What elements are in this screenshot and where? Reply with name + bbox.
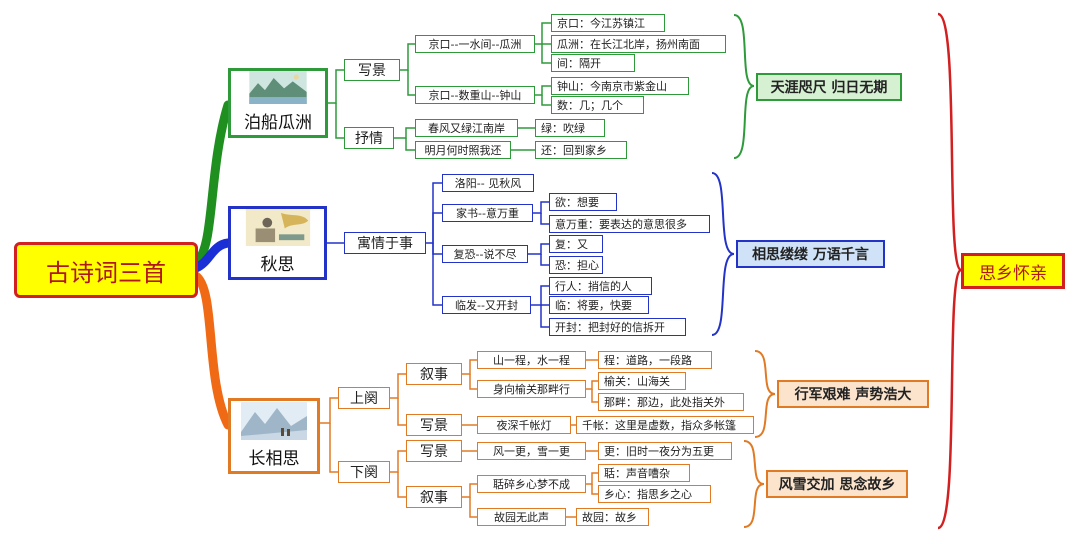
annotation-note: 数：几；几个 — [551, 96, 644, 114]
stanza-label: 下阕 — [338, 461, 390, 483]
poem-line: 明月何时照我还 — [415, 141, 511, 159]
annotation-note: 千帐：这里是虚数，指众多帐篷 — [576, 416, 754, 434]
theme-summary: 天涯咫尺 归日无期 — [756, 73, 902, 101]
annotation-note: 恐：担心 — [549, 256, 603, 274]
annotation-note: 聒：声音嘈杂 — [598, 464, 690, 482]
poem-line: 身向榆关那畔行 — [477, 380, 586, 398]
annotation-note: 还：回到家乡 — [535, 141, 627, 159]
annotation-note: 故园：故乡 — [576, 508, 649, 526]
theme-summary: 行军艰难 声势浩大 — [777, 380, 929, 408]
overall-theme: 思乡怀亲 — [961, 253, 1065, 289]
group-label: 写景 — [406, 414, 462, 436]
group-label: 叙事 — [406, 486, 462, 508]
annotation-note: 欲：想要 — [549, 193, 617, 211]
annotation-note: 瓜洲：在长江北岸，扬州南面 — [551, 35, 726, 53]
annotation-note: 钟山：今南京市紫金山 — [551, 77, 689, 95]
poem-line: 京口--一水间--瓜洲 — [415, 35, 535, 53]
scholar-thumbnail-icon — [245, 209, 310, 246]
annotation-note: 复：又 — [549, 235, 603, 253]
poem-line: 京口--数重山--钟山 — [415, 86, 535, 104]
poem-line: 临发--又开封 — [442, 296, 531, 314]
poem-line: 复恐--说不尽 — [442, 245, 528, 263]
annotation-note: 行人：捎信的人 — [549, 277, 652, 295]
group-label: 叙事 — [406, 363, 462, 385]
section-label: 写景 — [344, 59, 400, 81]
annotation-note: 更：旧时一夜分为五更 — [598, 442, 732, 460]
poem-title: 长相思 — [248, 449, 300, 469]
annotation-note: 那畔：那边，此处指关外 — [598, 393, 744, 411]
annotation-note: 开封：把封好的信拆开 — [549, 318, 686, 336]
poem-node-qiusi: 秋思 — [228, 206, 327, 280]
poem-line: 山一程，水一程 — [477, 351, 586, 369]
theme-summary: 风雪交加 思念故乡 — [766, 470, 908, 498]
poem-line: 夜深千帐灯 — [477, 416, 571, 434]
poem-line: 家书--意万重 — [442, 204, 533, 222]
annotation-note: 临：将要，快要 — [549, 296, 649, 314]
poem-line: 聒碎乡心梦不成 — [477, 475, 586, 493]
section-label: 抒情 — [344, 127, 394, 149]
poem-line: 故园无此声 — [477, 508, 566, 526]
annotation-note: 京口：今江苏镇江 — [551, 14, 665, 32]
poem-node-changxiangsi: 长相思 — [228, 398, 320, 474]
poem-node-bochuan-guazhou: 泊船瓜洲 — [228, 68, 328, 138]
annotation-note: 榆关：山海关 — [598, 372, 686, 390]
root-title: 古诗词三首 — [14, 242, 198, 298]
annotation-note: 绿：吹绿 — [535, 119, 605, 137]
poem-line: 洛阳-- 见秋风 — [442, 174, 534, 192]
annotation-note: 程：道路，一段路 — [598, 351, 712, 369]
poem-title: 秋思 — [260, 255, 295, 275]
annotation-note: 意万重：要表达的意思很多 — [549, 215, 710, 233]
annotation-note: 乡心：指思乡之心 — [598, 485, 711, 503]
poem-line: 风一更，雪一更 — [477, 442, 586, 460]
theme-summary: 相思缕缕 万语千言 — [736, 240, 885, 268]
mountain-march-thumbnail-icon — [241, 402, 307, 440]
landscape-thumbnail-icon — [249, 71, 307, 104]
poem-line: 春风又绿江南岸 — [415, 119, 518, 137]
stanza-label: 上阕 — [338, 387, 390, 409]
section-label: 寓情于事 — [344, 232, 426, 254]
group-label: 写景 — [406, 440, 462, 462]
annotation-note: 间：隔开 — [551, 54, 635, 72]
poem-title: 泊船瓜洲 — [244, 113, 312, 133]
